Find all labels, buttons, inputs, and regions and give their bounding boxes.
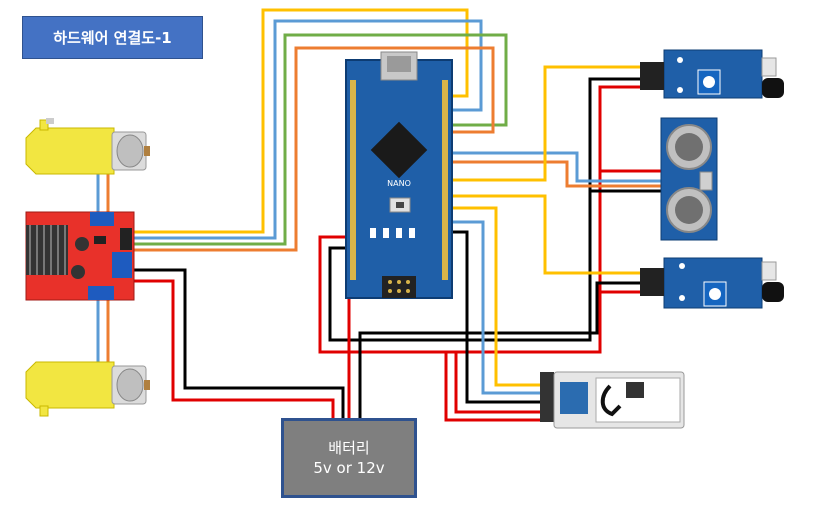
battery-label: 배터리 <box>328 439 370 457</box>
wires <box>96 8 661 422</box>
wire-red-driver-battery <box>133 279 335 418</box>
wire-green-driver-nano <box>133 33 508 246</box>
motor-top <box>25 118 150 175</box>
wire-red-nano-vin <box>318 85 640 354</box>
wire-blue-driver-nano <box>133 19 483 240</box>
ir-sensor-bottom <box>640 257 784 309</box>
nano-label: NANO <box>387 179 411 188</box>
heatsink <box>26 225 68 275</box>
wire-yellow-driver-nano <box>133 8 469 234</box>
wire-blue-nano-bt <box>452 220 540 395</box>
battery-box: 배터리 5v or 12v <box>281 418 417 498</box>
ultrasonic-sensor <box>660 117 718 241</box>
wire-black-driver-battery <box>133 268 345 418</box>
ir-sensor-top <box>640 49 784 99</box>
motor-driver <box>25 211 135 301</box>
wire-yellow-nano-bt <box>452 206 540 387</box>
motor-bottom <box>25 361 150 417</box>
wire-orange-driver-nano <box>133 46 495 252</box>
wire-blue-nano-echo <box>452 151 661 183</box>
wire-yellow-nano-ir-bottom <box>452 194 640 275</box>
diagram-title: 하드웨어 연결도-1 <box>22 16 203 59</box>
wire-red-bt-extra <box>444 352 540 422</box>
wire-red-nano-bt <box>454 352 540 414</box>
wire-black-nano-gnd <box>328 77 640 342</box>
pin-header-left <box>350 80 356 280</box>
wire-orange-nano-trig <box>452 160 661 188</box>
bluetooth-module <box>540 371 685 429</box>
wire-black-battery-gnd <box>358 281 640 418</box>
arduino-nano: NANO <box>345 51 453 299</box>
battery-voltage: 5v or 12v <box>313 459 385 477</box>
pin-header-right <box>442 80 448 280</box>
wire-black-nano-bt <box>452 230 540 404</box>
wire-yellow-nano-ir-top <box>452 65 640 182</box>
